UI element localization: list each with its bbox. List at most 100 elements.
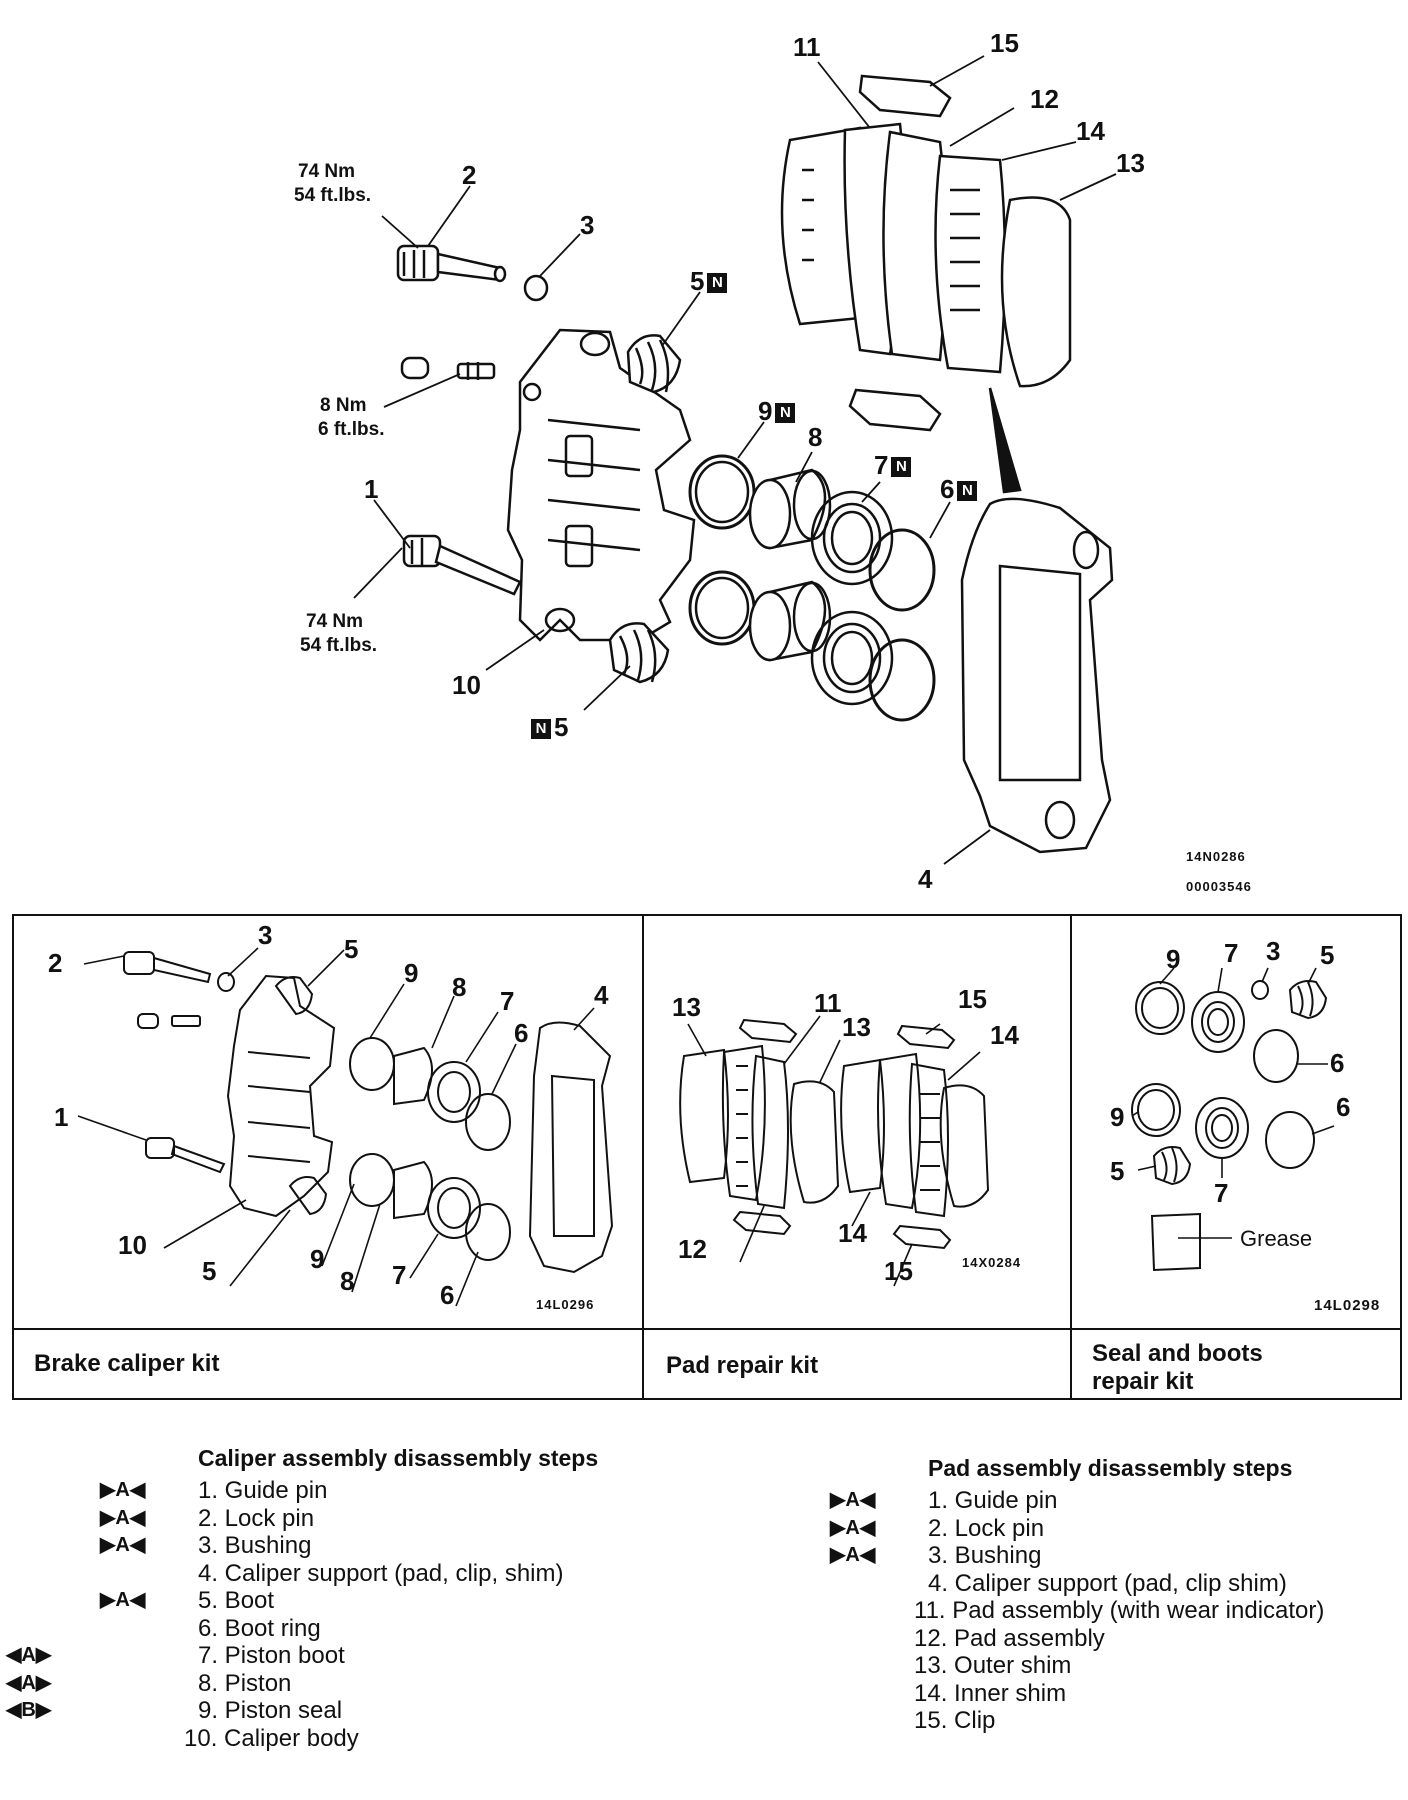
torque-top-nm: 74 Nm <box>298 161 356 182</box>
kit1-label-5a: 5 <box>344 934 359 964</box>
kit1-label-6a: 6 <box>514 1018 529 1048</box>
kit-cell-pad-repair: 13 11 13 15 14 12 14 15 14X0284 Pad repa… <box>644 916 1072 1400</box>
step-text: 3. Bushing <box>198 1532 312 1560</box>
torque-bot-ft: 54 ft.lbs. <box>300 635 378 656</box>
step-text: 1. Guide pin <box>928 1487 1058 1515</box>
step-row: ▶A◀5. Boot <box>0 1587 680 1615</box>
step-text: 7. Piston boot <box>198 1642 345 1670</box>
step-row: ▶A◀ 1. Guide pin <box>820 1487 1408 1515</box>
callout-11: 11 <box>793 32 821 62</box>
piston-seal-lower-part <box>688 570 756 646</box>
new-part-badge: N <box>957 481 978 502</box>
callout-12: 12 <box>1030 84 1059 114</box>
step-note-mark: ▶A◀ <box>100 1506 146 1529</box>
kit1-label-1: 1 <box>54 1102 69 1132</box>
brake-caliper-kit-diagram <box>77 947 614 1307</box>
kit2-figure-code: 14X0284 <box>962 1255 1022 1270</box>
repair-kit-table: 2 3 5 9 8 7 4 6 1 10 5 9 8 7 6 14L0296 B… <box>12 914 1402 1400</box>
boot-ring-lower-part <box>868 638 936 722</box>
torque-bot-nm: 74 Nm <box>306 611 364 632</box>
step-text: 4. Caliper support (pad, clip shim) <box>928 1569 1287 1597</box>
step-row: 14. Inner shim <box>820 1680 1408 1708</box>
kit3-caption: Seal and boots repair kit <box>1092 1340 1263 1395</box>
step-row: ▶A◀2. Lock pin <box>820 1515 1408 1543</box>
callout-15: 15 <box>990 28 1019 58</box>
step-text: 8. Piston <box>198 1669 292 1697</box>
step-note-mark: ◀B▶ <box>6 1699 52 1722</box>
step-row: ▶A◀ 3. Bushing <box>820 1542 1408 1570</box>
kit1-label-2: 2 <box>48 948 63 978</box>
guide-pin-part <box>402 534 522 596</box>
piston-boot-lower-part <box>810 610 894 706</box>
kit1-label-9b: 9 <box>310 1244 325 1274</box>
step-text: 13. Outer shim <box>914 1652 1072 1680</box>
step-text: 2. Lock pin <box>928 1514 1045 1542</box>
boot-ring-upper-part <box>868 528 936 612</box>
kit1-label-7b: 7 <box>392 1260 407 1290</box>
step-row: 12. Pad assembly <box>820 1625 1408 1653</box>
kit3-label-7b: 7 <box>1214 1178 1229 1208</box>
step-row: 13. Outer shim <box>820 1652 1408 1680</box>
piston-seal-upper-part <box>688 454 756 530</box>
kit1-label-4: 4 <box>594 980 609 1010</box>
torque-top-ft: 54 ft.lbs. <box>294 185 372 206</box>
pad-assembly-group <box>780 122 1072 388</box>
step-text: 2. Lock pin <box>198 1504 315 1532</box>
step-text: 12. Pad assembly <box>914 1624 1105 1652</box>
clip-upper-part <box>858 74 952 118</box>
pad-repair-kit-diagram <box>679 1015 990 1287</box>
step-text: 9. Piston seal <box>198 1697 343 1725</box>
kit2-label-14b: 14 <box>838 1218 867 1248</box>
step-note-mark: ▶A◀ <box>100 1589 146 1612</box>
kit3-label-5b: 5 <box>1110 1156 1125 1186</box>
exploded-view-diagram <box>353 55 1117 865</box>
kit1-label-10: 10 <box>118 1230 147 1260</box>
step-row: 10. Caliper body <box>0 1725 680 1753</box>
kit2-caption: Pad repair kit <box>666 1352 819 1379</box>
step-text: 6. Boot ring <box>198 1614 321 1642</box>
bleeder-screw-part <box>400 356 496 380</box>
step-row: 6. Boot ring <box>0 1615 680 1643</box>
kit-cell-brake-caliper: 2 3 5 9 8 7 4 6 1 10 5 9 8 7 6 14L0296 B… <box>14 916 644 1400</box>
boot-upper-part <box>626 334 682 394</box>
step-note-mark: ▶A◀ <box>830 1544 876 1567</box>
step-text: 15. Clip <box>914 1707 996 1735</box>
bushing-part <box>523 274 549 302</box>
step-row: ◀A▶8. Piston <box>0 1670 680 1698</box>
kit3-label-6b: 6 <box>1336 1092 1351 1122</box>
step-text: 3. Bushing <box>928 1542 1042 1570</box>
caliper-support-part <box>960 497 1114 854</box>
kit3-label-3: 3 <box>1266 936 1281 966</box>
kit3-label-9a: 9 <box>1166 944 1181 974</box>
callout-2: 2 <box>462 160 477 190</box>
kit1-label-7a: 7 <box>500 986 515 1016</box>
torque-mid-ft: 6 ft.lbs. <box>318 419 385 440</box>
kit1-label-5b: 5 <box>202 1256 217 1286</box>
figure-code-2: 00003546 <box>1186 879 1252 894</box>
kit2-label-13a: 13 <box>672 992 701 1022</box>
new-part-badge: N <box>707 273 728 294</box>
new-part-badge: N <box>531 719 551 740</box>
kit2-label-11: 11 <box>814 988 842 1018</box>
kit1-label-6b: 6 <box>440 1280 455 1310</box>
step-note-mark: ▶A◀ <box>830 1489 876 1512</box>
step-row: 4. Caliper support (pad, clip shim) <box>820 1570 1408 1598</box>
step-note-mark: ◀A▶ <box>6 1644 52 1667</box>
clip-lower-part <box>848 388 942 432</box>
step-note-mark: ▶A◀ <box>100 1534 146 1557</box>
step-note-mark: ▶A◀ <box>100 1479 146 1502</box>
grease-label: Grease <box>1240 1226 1313 1251</box>
kit2-label-12: 12 <box>678 1234 707 1264</box>
kit3-label-9b: 9 <box>1110 1102 1125 1132</box>
callout-10: 10 <box>452 670 481 700</box>
new-part-badge: N <box>891 457 912 478</box>
kit1-label-8b: 8 <box>340 1266 355 1296</box>
kit3-label-7a: 7 <box>1224 938 1239 968</box>
kit3-label-6a: 6 <box>1330 1048 1345 1078</box>
piston-lower-part <box>748 580 832 662</box>
kit1-label-3: 3 <box>258 920 273 950</box>
boot-lower-part <box>608 622 670 684</box>
callout-8: 8 <box>808 422 823 452</box>
